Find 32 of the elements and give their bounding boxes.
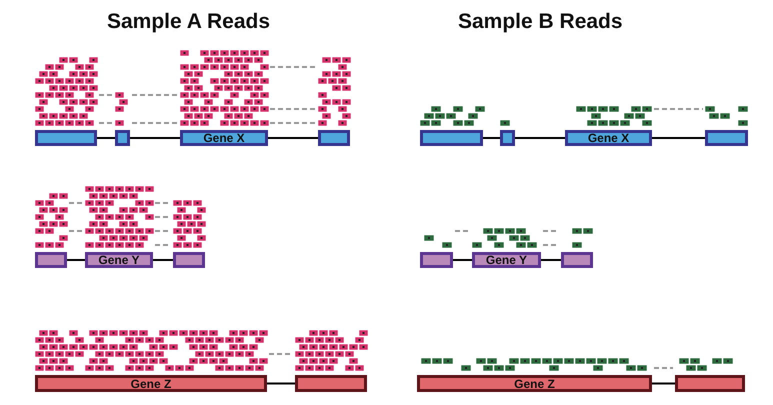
- exon-box: [561, 252, 593, 268]
- exon-box: [705, 130, 748, 146]
- exon-box: [420, 130, 483, 146]
- intron-line: [267, 382, 295, 384]
- sample-heading: Sample B Reads: [458, 10, 623, 34]
- exon-box: [35, 130, 97, 146]
- intron-line: [97, 137, 115, 139]
- exon-box: [500, 130, 515, 146]
- intron-line: [67, 259, 85, 261]
- sample-heading: Sample A Reads: [107, 10, 270, 34]
- intron-line: [153, 259, 173, 261]
- gene-exon-box: Gene X: [565, 130, 652, 146]
- gene-exon-box: Gene X: [180, 130, 268, 146]
- intron-line: [130, 137, 180, 139]
- gene-exon-box: Gene Y: [85, 252, 153, 268]
- gene-exon-box: Gene Z: [35, 375, 267, 392]
- intron-line: [652, 137, 705, 139]
- exon-box: [295, 375, 367, 392]
- intron-line: [453, 259, 472, 261]
- exon-box: [675, 375, 745, 392]
- exon-box: [173, 252, 205, 268]
- gene-exon-box: Gene Z: [417, 375, 652, 392]
- intron-line: [515, 137, 565, 139]
- exon-box: [318, 130, 350, 146]
- exon-box: [115, 130, 130, 146]
- intron-line: [268, 137, 318, 139]
- exon-box: [420, 252, 453, 268]
- gene-exon-box: Gene Y: [472, 252, 541, 268]
- intron-line: [483, 137, 500, 139]
- exon-box: [35, 252, 67, 268]
- intron-line: [652, 382, 675, 384]
- intron-line: [541, 259, 561, 261]
